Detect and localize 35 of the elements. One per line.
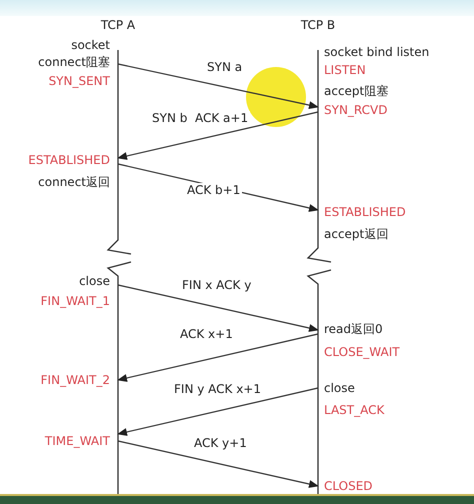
message-arrow bbox=[117, 333, 318, 382]
state-label: CLOSED bbox=[324, 479, 373, 493]
state-label: ESTABLISHED bbox=[324, 205, 406, 219]
edge-label: SYN b ACK a+1 bbox=[150, 111, 250, 125]
state-label: LISTEN bbox=[324, 63, 366, 77]
edge-label: FIN x ACK y bbox=[180, 278, 254, 292]
edge-label: ACK y+1 bbox=[192, 436, 249, 450]
message-arrow bbox=[118, 284, 319, 332]
message-arrow bbox=[118, 63, 319, 110]
lifeline-title: TCP A bbox=[100, 18, 136, 32]
call-label: close bbox=[324, 381, 355, 395]
state-label: SYN_SENT bbox=[48, 74, 110, 88]
edge-label: FIN y ACK x+1 bbox=[172, 382, 263, 396]
call-label: socket bind listen bbox=[324, 45, 430, 59]
edge-label: ACK b+1 bbox=[185, 183, 242, 197]
call-label: socket bbox=[71, 38, 110, 52]
call-label: accept返回 bbox=[324, 227, 388, 241]
call-label: connect阻塞 bbox=[38, 55, 110, 69]
state-label: TIME_WAIT bbox=[44, 434, 110, 448]
state-label: FIN_WAIT_2 bbox=[40, 373, 110, 387]
call-label: read返回0 bbox=[324, 322, 383, 336]
state-label: FIN_WAIT_1 bbox=[40, 294, 110, 308]
state-label: CLOSE_WAIT bbox=[324, 345, 400, 359]
state-label: LAST_ACK bbox=[324, 403, 384, 417]
edge-label: ACK x+1 bbox=[178, 327, 235, 341]
state-label: ESTABLISHED bbox=[28, 153, 110, 167]
call-label: accept阻塞 bbox=[324, 84, 388, 98]
call-label: connect返回 bbox=[38, 175, 110, 189]
message-arrow bbox=[117, 387, 318, 436]
call-label: close bbox=[79, 274, 110, 288]
message-arrow bbox=[117, 111, 318, 160]
state-label: SYN_RCVD bbox=[324, 103, 388, 117]
lifeline-title: TCP B bbox=[300, 18, 336, 32]
edge-label: SYN a bbox=[205, 60, 244, 74]
message-arrow bbox=[118, 440, 319, 488]
